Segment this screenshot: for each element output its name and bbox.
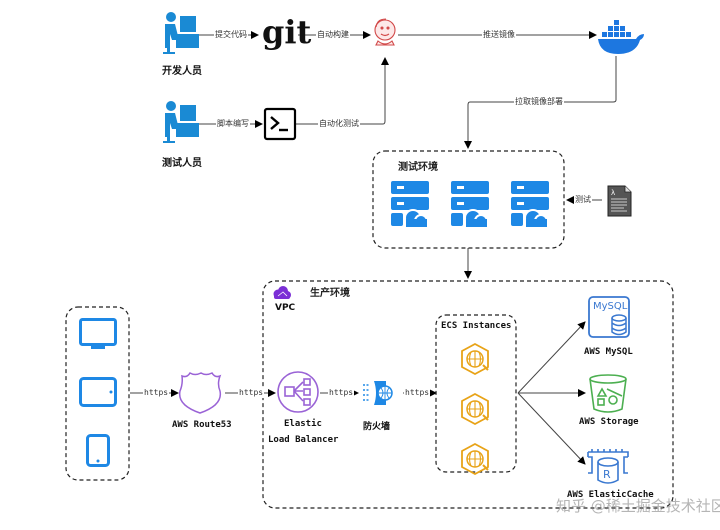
edge-label-auto-test: 自动化测试 (318, 119, 360, 129)
mysql-database-icon: MySQL (588, 296, 630, 338)
test-script-document-icon: λ (607, 185, 632, 217)
edge-label-auto-build: 自动构建 (316, 30, 350, 40)
tablet-icon (79, 377, 117, 407)
desktop-monitor-icon (79, 318, 117, 349)
server-cloud-icon (451, 181, 489, 228)
test-environment-box (372, 150, 565, 249)
elb-label-line2: Load Balancer (268, 435, 339, 445)
edge-label-test: 测试 (574, 195, 592, 205)
production-environment-box (262, 280, 674, 509)
server-cloud-icon (511, 181, 549, 228)
developer-label: 开发人员 (162, 66, 202, 77)
test-environment-title: 测试环境 (398, 162, 438, 173)
route53-shield-icon (178, 371, 222, 414)
test-servers (391, 181, 549, 228)
edge-label-https-4: https (404, 388, 431, 398)
vpc-label: VPC (275, 303, 296, 313)
edge-label-push-image: 推送镜像 (482, 30, 516, 40)
edge-label-https-3: https (328, 388, 355, 398)
docker-icon (598, 20, 644, 54)
svg-text:R: R (603, 468, 611, 481)
firewall-icon (363, 381, 393, 405)
production-environment-title: 生产环境 (310, 288, 350, 299)
server-cloud-icon (391, 181, 429, 228)
mysql-label: AWS MySQL (584, 347, 633, 357)
ecs-instance-icon (461, 392, 489, 426)
edge-label-https-1: https (143, 388, 170, 398)
elasticache-redis-icon: R (587, 449, 629, 484)
vpc-cloud-icon (273, 286, 291, 299)
edge-label-write-script: 脚本编写 (216, 119, 250, 129)
developer-desk-icon (163, 12, 199, 54)
elasticache-label: AWS ElasticCache (567, 490, 654, 500)
storage-bucket-icon (589, 374, 627, 413)
firewall-label: 防火墙 (363, 422, 391, 432)
route53-label: AWS Route53 (172, 420, 232, 430)
storage-label: AWS Storage (579, 417, 639, 427)
edge-label-pull-deploy: 拉取镜像部署 (514, 97, 564, 107)
edge-ecs-elasticache (517, 392, 586, 465)
edge-label-commit-code: 提交代码 (214, 30, 248, 40)
edge-label-https-2: https (238, 388, 265, 398)
load-balancer-icon (277, 371, 319, 413)
jenkins-icon (374, 18, 396, 46)
phone-icon (86, 434, 110, 467)
edge-auto-test (296, 57, 389, 125)
ecs-instance-icon (461, 342, 489, 376)
tester-label: 测试人员 (162, 158, 202, 169)
tester-desk-icon (163, 101, 199, 143)
ecs-instances-label: ECS Instances (441, 321, 512, 331)
git-logo: git (262, 13, 312, 51)
watermark: 知乎 @稀土掘金技术社区 (556, 497, 720, 515)
svg-text:MySQL: MySQL (593, 301, 628, 312)
clients-box (65, 306, 130, 481)
terminal-icon (263, 107, 297, 141)
ecs-instances-box (435, 314, 517, 473)
edge-ecs-mysql (517, 321, 586, 394)
svg-text:λ: λ (611, 189, 615, 197)
ecs-instances (461, 342, 489, 476)
ecs-instance-icon (461, 442, 489, 476)
elb-label-line1: Elastic (284, 419, 322, 429)
